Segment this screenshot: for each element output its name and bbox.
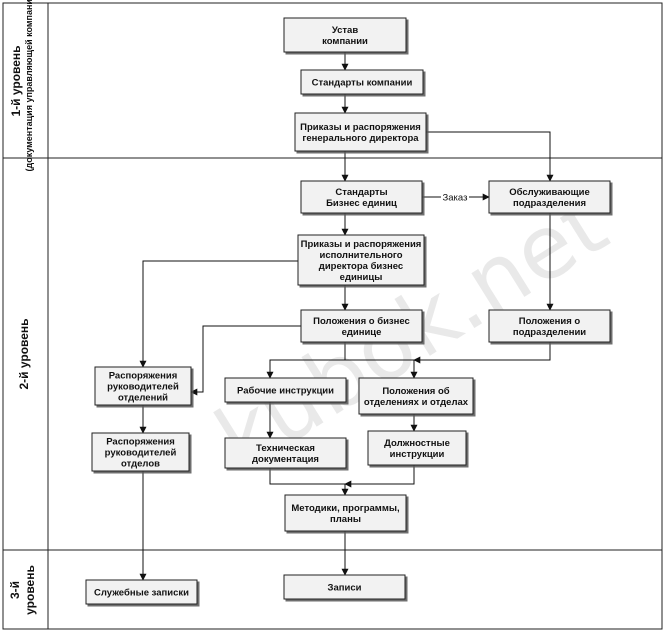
box-frame (367, 430, 467, 466)
box-frame (283, 17, 407, 53)
lane-1-title: 1-й уровень (9, 45, 23, 116)
lane-2-label: 2-й уровень (17, 318, 31, 389)
box-text-line: единице (342, 327, 382, 338)
box-text-line: Техническая (256, 443, 315, 454)
box-text-line: Методики, программы, (291, 503, 399, 514)
box-frame (284, 494, 407, 532)
box-text-line: руководителей (105, 448, 177, 459)
edge-polozh-be-to-rasp-ruk-otdeleniy (190, 325, 301, 396)
box-text-line: Положения о бизнес (313, 316, 410, 327)
box-text-line: Бизнес единиц (326, 198, 397, 209)
edge-polozh-podr-to-polozh-otd (413, 342, 551, 364)
box-frame (488, 309, 611, 343)
box-frame (300, 180, 423, 214)
box-frame (297, 234, 425, 286)
edge-tekh-dok-to-metodiki (269, 468, 349, 496)
box-sluzh-zapiski: Служебные записки (85, 579, 198, 605)
box-text-line: единицы (340, 272, 383, 283)
box-text-line: отделениях и отделах (364, 397, 469, 408)
box-text-line: инструкции (390, 449, 445, 460)
box-standarty-kompanii: Стандарты компании (300, 69, 424, 95)
edge-polozh-be-to-rab-instr (266, 342, 346, 379)
box-text-line: Записи (328, 583, 362, 594)
box-rab-instr: Рабочие инструкции (224, 377, 347, 403)
box-metodiki: Методики, программы,планы (284, 494, 407, 532)
box-text-line: Положения о (519, 316, 581, 327)
box-frame (283, 574, 406, 600)
box-frame (300, 309, 423, 343)
box-zapisi: Записи (283, 574, 406, 600)
box-frame (294, 112, 427, 152)
box-text-line: компании (322, 36, 368, 47)
edge-prikazy-isp-to-rasp-ruk-otdeleniy (139, 260, 298, 368)
box-text-line: подразделения (513, 198, 586, 209)
edge-label: Заказ (443, 193, 468, 204)
lane-3-title-line-2: уровень (23, 565, 37, 615)
box-frame (91, 432, 190, 472)
edge-dolzh-instr-to-metodiki (344, 465, 415, 488)
box-text-line: генерального директора (302, 133, 419, 144)
box-text-line: Стандарты (335, 187, 387, 198)
box-text-line: планы (330, 514, 361, 525)
box-text-line: директора бизнес (319, 261, 403, 272)
box-text-line: Обслуживающие (509, 187, 590, 198)
box-text-line: Стандарты компании (312, 78, 413, 89)
lane-2-title: 2-й уровень (17, 318, 31, 389)
box-text-line: Рабочие инструкции (237, 386, 334, 397)
box-text-line: Приказы и распоряжения (300, 122, 421, 133)
box-frame (94, 366, 192, 406)
box-text-line: Распоряжения (109, 371, 178, 382)
edge-label-background (441, 190, 469, 203)
box-text-line: Приказы и распоряжения (301, 239, 422, 250)
box-text-line: отделов (121, 459, 160, 470)
box-text-line: Устав (332, 25, 359, 36)
box-text-line: Положения об (382, 386, 449, 397)
box-frame (224, 377, 347, 403)
lane-1-subtitle: (документация управляющей компании) (24, 0, 34, 171)
lane-1-label: 1-й уровень (документация управляющей ко… (9, 0, 34, 171)
box-text-line: Распоряжения (106, 437, 175, 448)
box-text-line: отделений (118, 393, 168, 404)
box-text-line: исполнительного (319, 250, 402, 261)
edge-prikazy-gen-to-obsl-podr (426, 131, 554, 182)
box-text-line: подразделении (513, 327, 586, 338)
box-prikazy-isp: Приказы и распоряженияисполнительногодир… (297, 234, 425, 286)
lane-3-title-line-1: 3-й (8, 581, 22, 599)
box-text-line: Служебные записки (94, 588, 189, 599)
box-frame (85, 579, 198, 605)
box-frame (358, 377, 474, 415)
box-frame (488, 180, 611, 214)
box-text-line: документация (252, 454, 319, 465)
box-frame (224, 437, 347, 469)
box-text-line: руководителей (107, 382, 179, 393)
box-frame (300, 69, 424, 95)
box-text-line: Должностные (384, 438, 450, 449)
edges: Заказ (139, 52, 554, 581)
lane-3-label: 3-й уровень (8, 565, 37, 615)
